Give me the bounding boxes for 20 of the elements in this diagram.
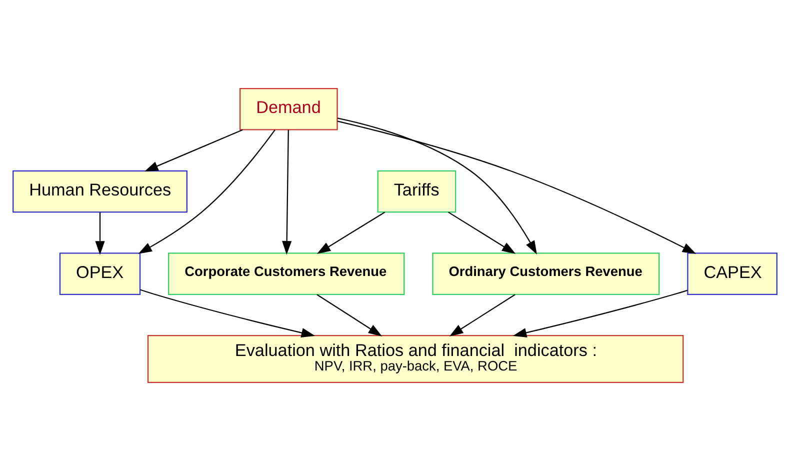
arrow — [512, 289, 688, 337]
node-box: Demand — [240, 88, 338, 130]
arrow — [95, 212, 105, 254]
node-box: Ordinary Customers Revenue — [432, 252, 660, 294]
arrow — [138, 129, 276, 254]
node-box: Human Resources — [12, 170, 188, 212]
arrow — [282, 129, 292, 254]
arrow — [316, 294, 382, 336]
node-box: Tariffs — [377, 170, 456, 212]
node-box: OPEX — [59, 252, 141, 294]
arrow — [449, 294, 516, 336]
arrow — [144, 128, 243, 171]
node-box: Corporate Customers Revenue — [168, 252, 405, 294]
arrow — [337, 120, 696, 254]
arrow — [316, 211, 386, 254]
arrow — [140, 288, 316, 337]
arrow — [448, 211, 516, 254]
node-box: CAPEX — [687, 252, 778, 294]
node-box: Evaluation with Ratios and financial indicators : NPV, IRR, pay-back, EVA, ROCE — [147, 334, 684, 382]
arrow — [337, 117, 537, 254]
